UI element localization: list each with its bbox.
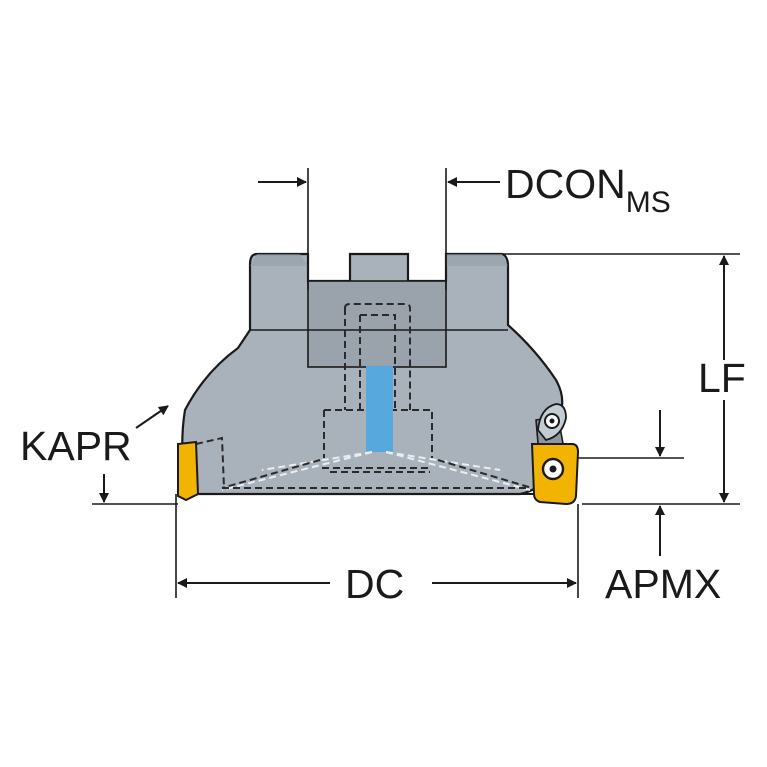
left-insert (177, 440, 200, 502)
upper-screw-socket (549, 418, 555, 424)
dc-label: DC (345, 561, 404, 607)
left-pocket-hidden (195, 436, 225, 489)
top-chamfer-right (446, 254, 508, 266)
top-chamfer-left (250, 254, 308, 266)
insert-screw-socket (549, 465, 557, 473)
dcon-label: DCONMS (505, 161, 671, 219)
lf-label: LF (698, 355, 746, 401)
keyway-block (307, 280, 447, 368)
coolant-branches-dark (221, 459, 533, 489)
kapr-arrow-diag (135, 405, 169, 429)
dcon-subscript: MS (626, 186, 671, 219)
dcon-main: DCON (505, 161, 626, 207)
apmx-label: APMX (605, 561, 721, 607)
coolant-branches (221, 451, 531, 491)
bore-step-hidden (359, 314, 396, 410)
coolant-channel (366, 366, 393, 452)
bore-hidden-outline (344, 303, 411, 410)
kapr-label: KAPR (20, 423, 132, 469)
